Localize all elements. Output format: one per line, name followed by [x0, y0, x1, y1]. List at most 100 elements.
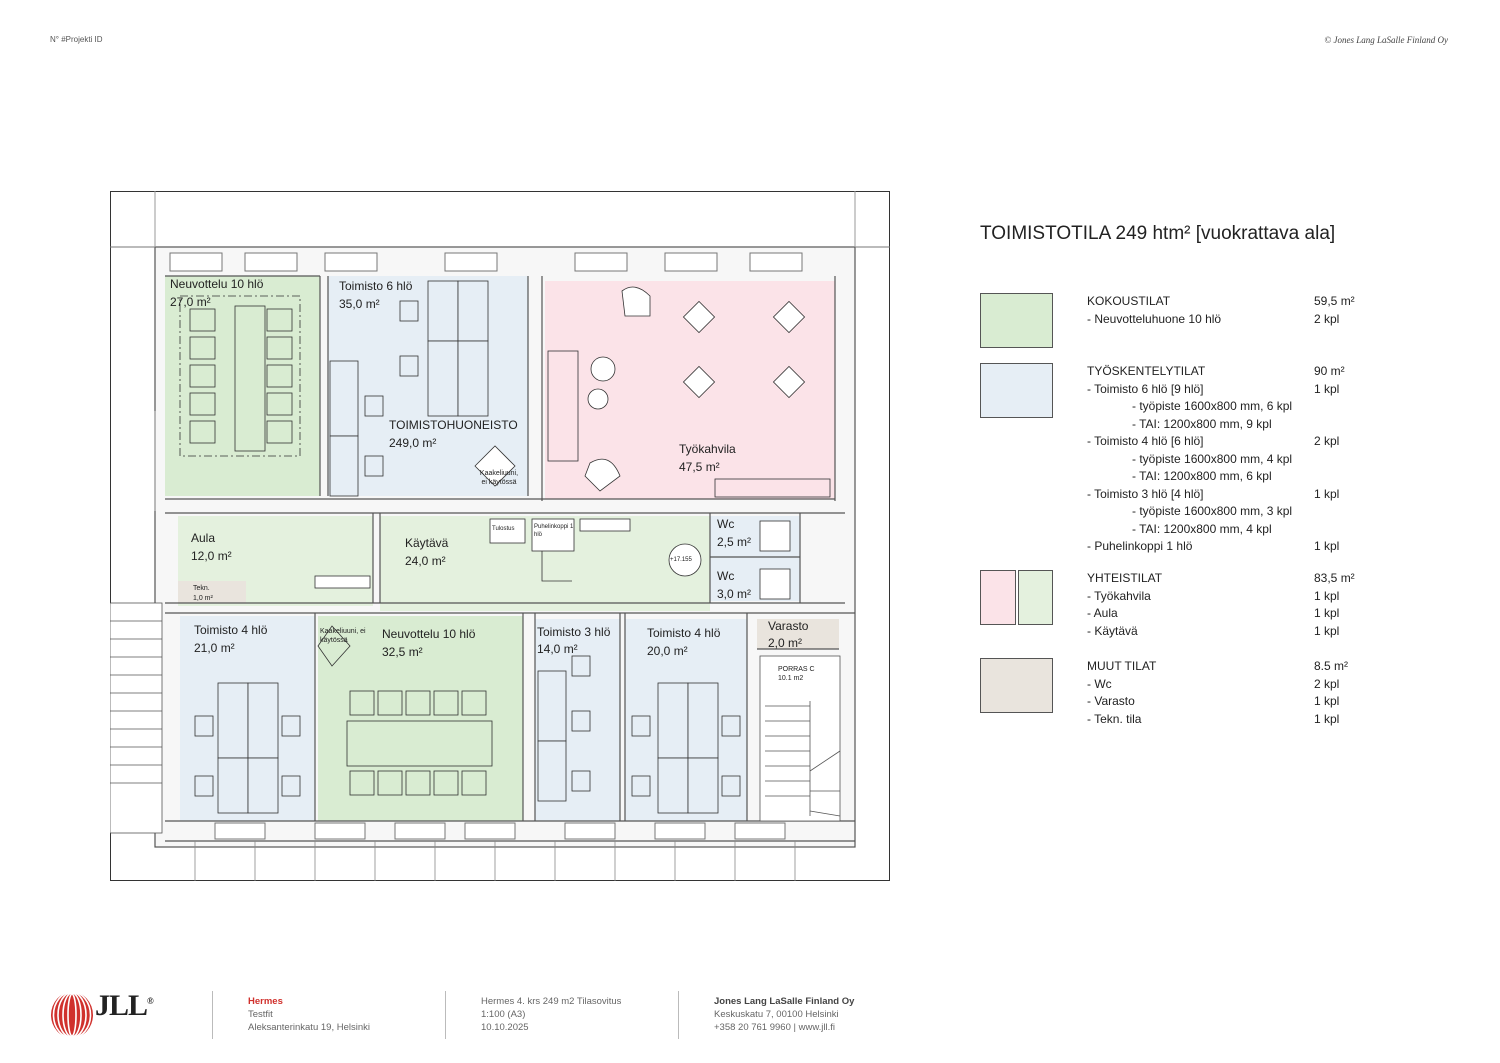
- room-area-wc1: 2,5 m²: [717, 535, 752, 549]
- legend-row-label: - Neuvotteluhuone 10 hlö: [1087, 311, 1222, 326]
- legend-row-label: - Puhelinkoppi 1 hlö: [1087, 539, 1193, 553]
- legend-row-label: KOKOUSTILAT: [1087, 294, 1171, 308]
- stairs-left: [110, 602, 163, 834]
- legend-row-label: - Tekn. tila: [1087, 711, 1142, 726]
- label-level: +17.155: [670, 557, 692, 563]
- legend-row-value: 1 kpl: [1314, 606, 1340, 620]
- room-area-toimisto6: 35,0 m²: [339, 297, 380, 311]
- label-kaakeliuuni-top: Kaakeliuuni, ei käytössä: [479, 470, 519, 486]
- room-area-toimisto4b: 20,0 m²: [647, 644, 688, 658]
- room-name-wc2: Wc: [717, 569, 735, 583]
- legend-row-value: 1 kpl: [1314, 539, 1340, 553]
- room-name-aula: Aula: [191, 531, 216, 545]
- legend-row-label: - Toimisto 3 hlö [4 hlö]: [1087, 486, 1204, 501]
- legend-row-label: - Aula: [1087, 606, 1118, 620]
- room-area-porras: 10.1 m2: [778, 675, 804, 682]
- legend-row-label: - työpiste 1600x800 mm, 3 kpl: [1132, 504, 1293, 518]
- room-name-neuvottelu-top: Neuvottelu 10 hlö: [170, 277, 264, 291]
- legend-row-label: - työpiste 1600x800 mm, 6 kpl: [1132, 399, 1293, 413]
- legend-row-label: - Wc: [1087, 676, 1112, 691]
- legend-row-value: 1 kpl: [1314, 623, 1340, 638]
- room-name-tekn: Tekn.: [193, 585, 210, 592]
- legend-row-value: 2 kpl: [1314, 434, 1340, 448]
- room-name-neuvottelu-bottom: Neuvottelu 10 hlö: [382, 627, 476, 641]
- legend-row-value: 8.5 m²: [1314, 659, 1349, 673]
- legend-row-label: - TAI: 1200x800 mm, 6 kpl: [1132, 469, 1272, 483]
- legend-row-value: 1 kpl: [1314, 588, 1340, 603]
- legend-row-label: - TAI: 1200x800 mm, 9 kpl: [1132, 416, 1272, 431]
- swatch-common-pink: [980, 570, 1016, 625]
- legend-row-label: - Toimisto 4 hlö [6 hlö]: [1087, 434, 1204, 448]
- room-name-toimisto6: Toimisto 6 hlö: [339, 279, 413, 293]
- legend-row-value: 83,5 m²: [1314, 571, 1355, 585]
- legend-row-label: TYÖSKENTELYTILAT: [1087, 364, 1206, 378]
- room-name-toimistohuoneisto: TOIMISTOHUONEISTO: [389, 418, 518, 432]
- swatch-common-green: [1018, 570, 1053, 625]
- legend-row-value: 59,5 m²: [1314, 294, 1355, 308]
- swatch-work: [980, 363, 1053, 418]
- label-kaakeliuuni-bottom: Kaakeliuuni, ei käytössä: [320, 628, 366, 644]
- footer-separator: [212, 991, 213, 1039]
- legend-row-label: YHTEISTILAT: [1087, 571, 1163, 585]
- legend-row-label: MUUT TILAT: [1087, 659, 1157, 673]
- meeting-table-bottom: [317, 625, 493, 796]
- jll-logo-icon: [51, 991, 93, 1039]
- facade-strip: [194, 841, 796, 881]
- wc-fixtures: [668, 520, 791, 600]
- windows-top: [169, 252, 803, 272]
- legend-row-value: 2 kpl: [1314, 311, 1340, 326]
- legend-row-label: - TAI: 1200x800 mm, 4 kpl: [1132, 521, 1272, 536]
- meeting-table-top: [179, 295, 301, 457]
- room-tekn-fill: [178, 581, 246, 603]
- footer-project: Hermes Testfit Aleksanterinkatu 19, Hels…: [248, 996, 370, 1033]
- legend-row-value: 2 kpl: [1314, 676, 1340, 691]
- floor-plan-drawing: [110, 191, 890, 881]
- desks-toimisto4a: [194, 682, 301, 814]
- room-area-varasto: 2,0 m²: [768, 636, 803, 650]
- footer-separator: [445, 991, 446, 1039]
- legend-row-value: 1 kpl: [1314, 694, 1340, 708]
- project-id: N° #Projekti ID: [50, 35, 103, 44]
- room-name-toimisto4a: Toimisto 4 hlö: [194, 623, 268, 637]
- room-area-wc2: 3,0 m²: [717, 587, 752, 601]
- room-varasto-fill: [757, 619, 839, 649]
- floor-plan: Neuvottelu 10 hlö 27,0 m² Toimisto 6 hlö…: [110, 191, 890, 881]
- swatch-other: [980, 658, 1053, 713]
- room-area-kaytava: 24,0 m²: [405, 554, 446, 568]
- jll-logo-text: JLL®: [95, 989, 154, 1022]
- copyright: © Jones Lang LaSalle Finland Oy: [1324, 35, 1448, 45]
- legend-row-label: - Työkahvila: [1087, 588, 1151, 603]
- legend-row-label: - Varasto: [1087, 694, 1135, 708]
- walls: [165, 275, 855, 842]
- legend-row-label: - Toimisto 6 hlö [9 hlö]: [1087, 381, 1204, 396]
- legend-row-label: - Käytävä: [1087, 623, 1138, 638]
- room-name-wc1: Wc: [717, 517, 735, 531]
- desks-toimisto4b: [631, 682, 741, 814]
- legend-title: TOIMISTOTILA 249 htm² [vuokrattava ala]: [980, 223, 1336, 244]
- room-name-varasto: Varasto: [768, 619, 809, 633]
- footer-separator: [678, 991, 679, 1039]
- legend-row-value: 1 kpl: [1314, 711, 1340, 726]
- room-name-toimisto4b: Toimisto 4 hlö: [647, 626, 721, 640]
- room-area-tyokahvila: 47,5 m²: [679, 460, 720, 474]
- room-area-tekn: 1,0 m²: [193, 595, 213, 602]
- phonebooth: [314, 518, 631, 589]
- legend-row-value: 1 kpl: [1314, 486, 1340, 501]
- stairs-right: [759, 655, 841, 822]
- footer-drawing: Hermes 4. krs 249 m2 Tilasovitus 1:100 (…: [481, 996, 622, 1033]
- room-area-toimisto3: 14,0 m²: [537, 642, 578, 656]
- room-area-toimistohuoneisto: 249,0 m²: [389, 436, 437, 450]
- room-area-neuvottelu-bottom: 32,5 m²: [382, 645, 423, 659]
- windows-bottom: [214, 822, 786, 840]
- room-area-aula: 12,0 m²: [191, 549, 232, 563]
- room-name-tyokahvila: Työkahvila: [679, 442, 736, 456]
- room-name-toimisto3: Toimisto 3 hlö: [537, 625, 611, 639]
- footer: JLL® Hermes Testfit Aleksanterinkatu 19,…: [0, 985, 1500, 1045]
- legend-row-value: 1 kpl: [1314, 381, 1340, 396]
- room-name-kaytava: Käytävä: [405, 536, 449, 550]
- room-area-neuvottelu-top: 27,0 m²: [170, 295, 211, 309]
- footer-company: Jones Lang LaSalle Finland Oy Keskuskatu…: [714, 996, 855, 1033]
- legend-row-value: 90 m²: [1314, 364, 1345, 378]
- room-name-porras: PORRAS C: [778, 666, 815, 673]
- swatch-meeting: [980, 293, 1053, 348]
